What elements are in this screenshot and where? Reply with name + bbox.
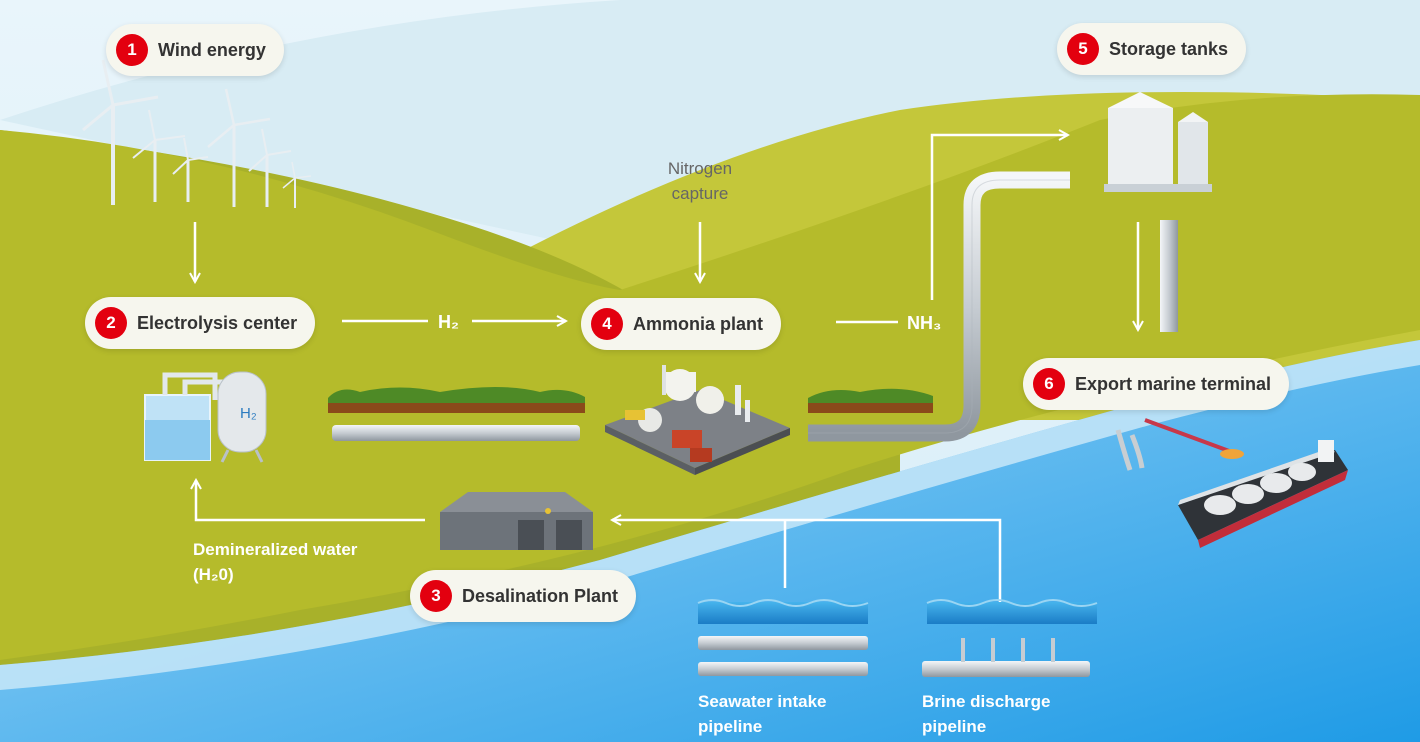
nitrogen-line-2: capture (671, 184, 729, 203)
arrow-seawater (612, 520, 1002, 610)
step-label: Desalination Plant (462, 585, 619, 606)
h2-tank-label: H₂ (240, 405, 257, 422)
seawater-intake-pipeline-icon (697, 599, 869, 676)
step-label: Ammonia plant (633, 313, 764, 334)
step-export-marine-terminal: 6 Export marine terminal (1023, 358, 1290, 410)
step-label: Export marine terminal (1075, 373, 1272, 394)
flow-arrows (195, 135, 1138, 610)
water-line-2: (H₂0) (193, 565, 234, 584)
step-number: 4 (591, 308, 623, 340)
tanker-ship-icon (1178, 440, 1348, 548)
brine-line-2: pipeline (922, 717, 987, 736)
ammonia-plant-icon (605, 365, 790, 475)
step-number: 3 (420, 580, 452, 612)
step-number: 1 (116, 34, 148, 66)
brine-line-1: Brine discharge (922, 692, 1051, 711)
step-label: Electrolysis center (137, 312, 298, 333)
step-label: Storage tanks (1109, 38, 1229, 59)
step-electrolysis-center: 2 Electrolysis center (85, 297, 316, 349)
wind-turbines-icon (82, 59, 312, 208)
underground-pipe-right (808, 171, 1070, 442)
intake-line-2: pipeline (698, 717, 763, 736)
step-number: 2 (95, 307, 127, 339)
step-ammonia-plant: 4 Ammonia plant (581, 298, 782, 350)
step-number: 6 (1033, 368, 1065, 400)
brine-discharge-label: Brine discharge pipeline (922, 689, 1051, 739)
electrolysis-equipment-icon (144, 371, 267, 463)
storage-tanks-icon (1104, 92, 1212, 332)
step-wind-energy: 1 Wind energy (106, 24, 284, 76)
arrow-water (196, 480, 425, 522)
intake-line-1: Seawater intake (698, 692, 827, 711)
step-label: Wind energy (158, 39, 266, 60)
marine-terminal-icon (1115, 418, 1244, 471)
underground-pipe-left (328, 387, 585, 441)
arrow-nh3-up (930, 135, 1068, 300)
step-number: 5 (1067, 33, 1099, 65)
step-desalination-plant: 3 Desalination Plant (410, 570, 637, 622)
brine-discharge-pipeline-icon (922, 599, 1098, 677)
shore-foam (0, 340, 1420, 690)
nitrogen-capture-label: Nitrogen capture (652, 156, 748, 206)
seawater-intake-label: Seawater intake pipeline (698, 689, 827, 739)
demineralized-water-label: Demineralized water (H₂0) (193, 537, 357, 587)
h2-flow-label: H₂ (438, 312, 459, 332)
nh3-flow-label: NH₃ (907, 313, 942, 333)
nitrogen-line-1: Nitrogen (667, 159, 733, 178)
water-line-1: Demineralized water (193, 540, 358, 559)
main-land (0, 94, 1420, 661)
step-storage-tanks: 5 Storage tanks (1057, 23, 1247, 75)
desalination-building-icon (440, 492, 593, 550)
